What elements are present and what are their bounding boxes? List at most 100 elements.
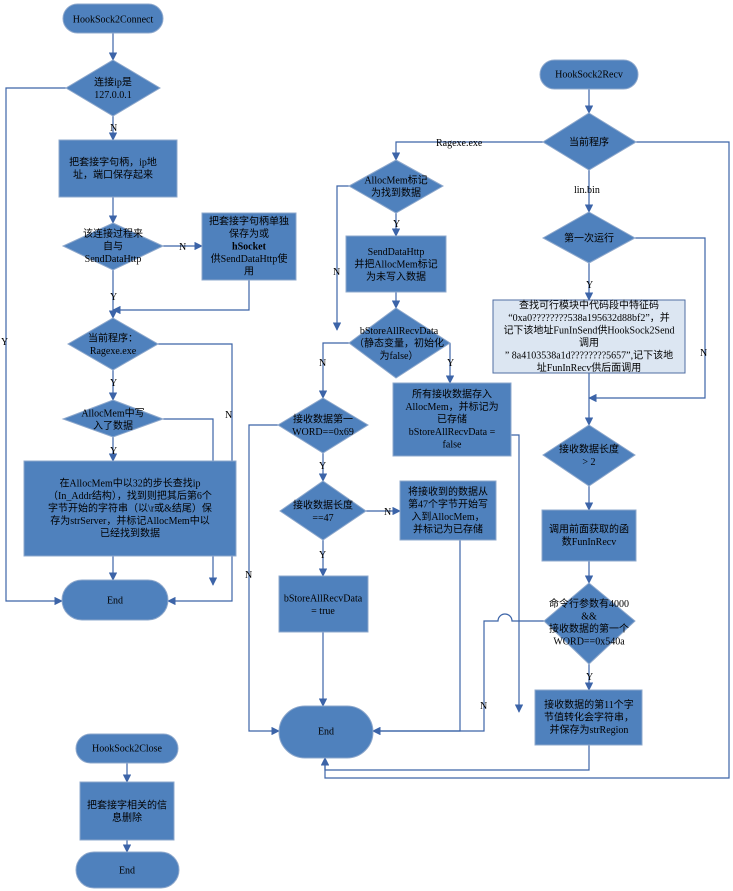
senddatahttp-process [345, 235, 447, 293]
write-from-47-process [399, 480, 497, 541]
edge-label-found-y: Y [393, 219, 400, 230]
edge-label-len47-n: N [384, 507, 391, 518]
node-label-ragexe-check-line-1: 当前程序： [88, 331, 138, 344]
node-label-store-region-line-1: 接收数据的第11个字 [544, 698, 634, 711]
node-label-call-funinrecv-line-2: 数FunInRecv [562, 535, 616, 548]
node-label-find-code-line-2: “0xa0????????538a195632d88bf2”，并 [508, 311, 670, 324]
len47-check-decision [279, 480, 367, 541]
connectors [5, 33, 730, 853]
edge-label-word-y: Y [319, 461, 326, 472]
node-label-from-sdh-line-2: 自与 [103, 240, 123, 253]
node-label-search-ip-line-5: 已经找到数据 [100, 527, 160, 540]
node-label-search-ip-line-2: （In_Addr结构），找到则把其后第6个 [48, 489, 212, 502]
node-label-store-all-line-4: bStoreAllRecvData = [409, 427, 496, 438]
edge-label-linbin: lin.bin [574, 185, 600, 196]
node-label-allocmem-found-line-1: AllocMem标记 [364, 174, 427, 186]
node-label-hs2close-line-1: HookSock2Close [92, 744, 163, 755]
node-label-bstore-true-line-1: bStoreAllRecvData [284, 593, 363, 604]
edge-label-ip-y: Y [1, 337, 8, 348]
bstore-true-process [278, 575, 369, 633]
node-label-cmd-check-line-2: && [581, 611, 597, 622]
hooksock2recv-terminator [539, 59, 639, 90]
node-label-bstore-true-line-2: = true [311, 606, 335, 617]
ragexe-check-decision [67, 317, 159, 371]
node-label-bstore-check-line-1: bStoreAllRecvData [360, 326, 439, 337]
node-label-allocmem-written-line-2: 入了数据 [93, 419, 133, 432]
end-terminator-recv [278, 705, 374, 759]
edge-label-sdh-y: Y [110, 292, 117, 303]
edge-label-word-n: N [245, 570, 252, 581]
edge-label-cmd-n: N [480, 701, 487, 712]
first-run-decision [541, 211, 637, 264]
node-label-len-gt2-line-2: > 2 [582, 457, 595, 468]
node-label-cmd-check-line-1: 命令行参数有4000 [549, 597, 629, 610]
node-label-save-socket-line-1: 把套接字句柄，ip地 [69, 155, 157, 168]
edge-label-found-n: N [333, 267, 340, 278]
node-label-delete-info-line-1: 把套接字相关的信 [87, 798, 167, 811]
node-labels: HookSock2Connect连接ip是127.0.0.1把套接字句柄，ip地… [48, 15, 675, 877]
node-label-ragexe-check-line-2: Ragexe.exe [90, 346, 137, 357]
edge-labels: N Y N Y Y N Y Ragexe.exe lin.bin Y N N Y… [1, 123, 707, 712]
node-label-find-code-line-3: 记下该地址FunInSend供HookSock2Send [503, 323, 674, 336]
node-label-write-47-line-4: 并标记为已存储 [413, 522, 483, 535]
node-label-bstore-check-line-2: （静态变量，初始化 [354, 337, 444, 350]
node-label-hs2recv-line-1: HookSock2Recv [555, 70, 623, 81]
node-label-find-code-line-5: ” 8a4103538a1d????????5657”,记下该地 [505, 348, 673, 361]
allocmem-written-decision [61, 399, 165, 438]
node-label-store-all-line-3: 已存储 [437, 413, 467, 426]
node-label-store-all-line-2: AllocMem，并标记为 [405, 400, 498, 413]
save-socket-process [58, 139, 178, 198]
node-label-store-region-line-2: 节值转化会字符串， [544, 711, 634, 724]
current-program-decision [542, 112, 637, 171]
edge-label-cmd-y: Y [586, 672, 593, 683]
node-label-save-hsocket-line-5: 用 [244, 267, 254, 278]
node-label-find-code-line-1: 查找可行模块中代码段中特征码 [519, 298, 659, 311]
node-label-store-region-line-3: 并保存为strRegion [550, 723, 629, 736]
node-label-allocmem-written-line-1: AllocMem中写 [81, 406, 144, 419]
edge-label-ip-n: N [110, 123, 117, 134]
shapes [23, 3, 686, 889]
edge-label-ragexe: Ragexe.exe [436, 138, 483, 149]
edge-label-rag-n: N [225, 410, 232, 421]
edge-label-first-y: Y [586, 280, 593, 291]
node-label-senddatahttp-line-2: 并把AllocMem标记 [354, 258, 437, 271]
cmdline-check-decision [543, 582, 636, 665]
node-label-save-socket-line-2: 址，端口保存起来 [73, 168, 153, 181]
node-label-save-hsocket-line-4: 供SendDataHttp使 [211, 252, 288, 265]
edge-label-len47-y: Y [319, 550, 326, 561]
node-label-len47-check-line-1: 接收数据长度 [293, 498, 353, 511]
node-label-from-sdh-line-1: 该连接过程来 [83, 227, 143, 240]
store-all-process [392, 382, 512, 457]
node-label-word-check-line-2: WORD==0x69 [292, 427, 354, 438]
edge-label-first-n: N [700, 348, 707, 359]
call-funinrecv-process [541, 509, 637, 562]
node-label-word-check-line-1: 接收数据第一 [293, 412, 353, 425]
end-terminator-close [75, 851, 180, 889]
find-signature-process [492, 299, 686, 374]
node-label-store-all-line-1: 所有接收数据存入 [412, 388, 492, 401]
from-senddatahttp-decision [61, 222, 165, 271]
node-label-find-code-line-6: 址FunInRecv供后面调用 [537, 361, 641, 374]
edge-label-rag-y: Y [110, 378, 117, 389]
node-label-senddatahttp-line-3: 为未写入数据 [366, 270, 426, 283]
node-label-call-funinrecv-line-1: 调用前面获取的函 [549, 522, 629, 535]
node-label-cmd-check-line-4: WORD==0x540a [553, 636, 625, 647]
bstore-check-decision [348, 307, 451, 379]
delete-info-process [79, 781, 175, 841]
save-hsocket-process [201, 212, 297, 281]
node-label-end2-line-1: End [318, 727, 334, 738]
node-label-senddatahttp-line-1: SendDataHttp [368, 247, 425, 258]
node-label-cmd-check-line-3: 接收数据的第一个 [549, 622, 629, 635]
node-label-allocmem-found-line-2: 为找到数据 [371, 186, 421, 199]
hooksock2close-terminator [75, 733, 179, 764]
node-label-search-ip-line-3: 字节开始的字符串（以\r或&结尾）保 [48, 502, 212, 515]
allocmem-found-decision [347, 159, 445, 214]
length-gt2-decision [542, 424, 636, 487]
edge-label-alloc-y: Y [110, 446, 117, 457]
node-label-delete-info-line-2: 息删除 [112, 811, 142, 824]
node-label-store-all-line-5: false [443, 440, 462, 451]
node-label-find-code-line-4: 调用 [579, 337, 599, 349]
node-label-write-47-line-1: 将接收到的数据从 [408, 485, 488, 498]
node-label-search-ip-line-1: 在AllocMem中以32的步长查找ip [59, 477, 200, 490]
